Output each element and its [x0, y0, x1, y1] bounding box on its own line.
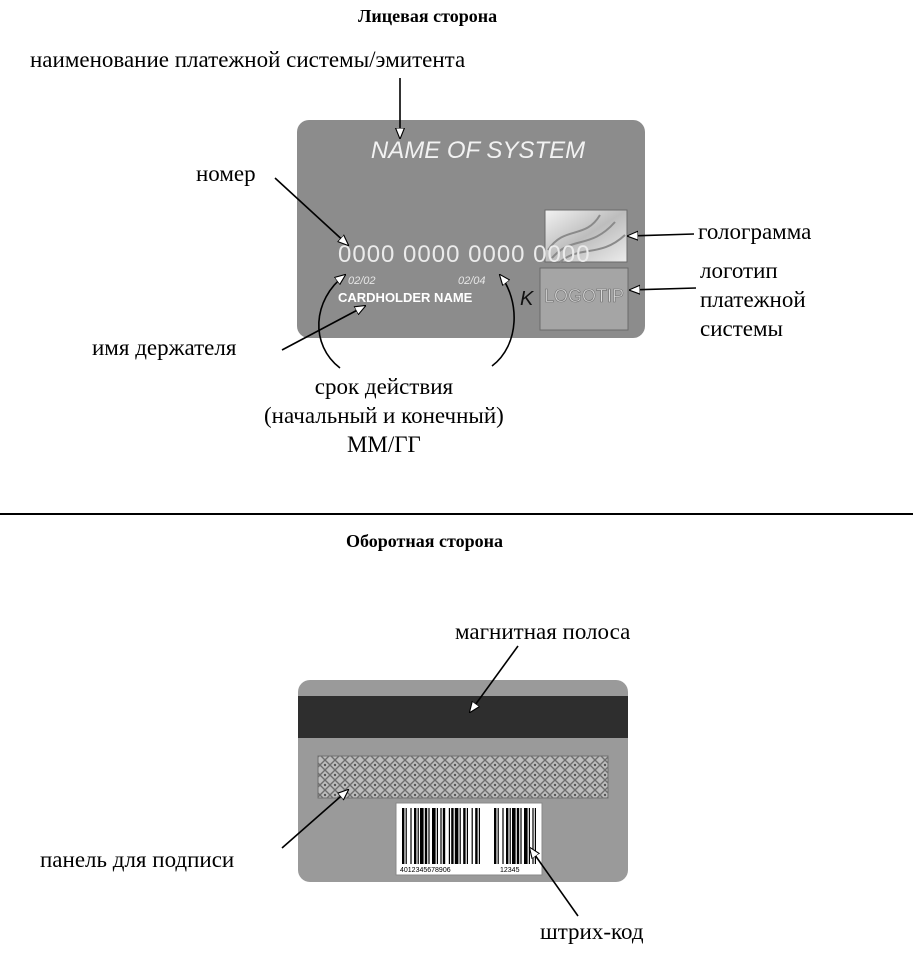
barcode-bar	[502, 808, 503, 864]
card-signature-mark: K	[520, 288, 535, 310]
barcode-bar	[402, 808, 404, 864]
barcode-bar	[532, 808, 533, 864]
card-back: 4012345678906 12345	[298, 680, 628, 882]
barcode-bar	[449, 808, 450, 864]
barcode-bar	[494, 808, 496, 864]
barcode-bar	[437, 808, 438, 864]
barcode-bar	[432, 808, 436, 864]
card-number: 0000 0000 0000 0000	[338, 241, 591, 268]
barcode-number-left: 4012345678906	[400, 867, 451, 874]
barcode-bar	[472, 808, 473, 864]
card-system-name: NAME OF SYSTEM	[371, 137, 585, 164]
barcode-bar	[529, 808, 530, 864]
barcode-bar	[467, 808, 468, 864]
barcode-bar	[510, 808, 511, 864]
barcode-number-right: 12345	[500, 867, 520, 874]
card-holder-name: CARDHOLDER NAME	[338, 290, 473, 305]
barcode-bar	[475, 808, 477, 864]
barcode-bar	[425, 808, 427, 864]
barcode-bar	[455, 808, 459, 864]
barcode-bar	[512, 808, 516, 864]
barcode-bar	[520, 808, 521, 864]
barcode-bar	[460, 808, 461, 864]
barcode-bar	[410, 808, 411, 864]
card-date-start: 02/02	[348, 275, 376, 287]
barcode-bar	[440, 808, 441, 864]
barcode-bar	[517, 808, 519, 864]
barcode-bar	[463, 808, 465, 864]
barcode-bar	[524, 808, 528, 864]
barcode-bar	[443, 808, 445, 864]
barcode-bar	[414, 808, 416, 864]
barcode-bar	[506, 808, 508, 864]
card-front: NAME OF SYSTEM 0000 0000 0000 0000 02/02…	[297, 120, 645, 338]
signature-panel	[318, 756, 608, 798]
barcode-bar	[451, 808, 453, 864]
card-logo-text: LOGOTIP	[544, 286, 624, 306]
barcode-bar	[418, 808, 419, 864]
barcode-bar	[479, 808, 480, 864]
barcode-bar	[406, 808, 407, 864]
barcode-bar	[428, 808, 429, 864]
barcode-bar	[420, 808, 424, 864]
barcode: 4012345678906 12345	[396, 803, 542, 875]
magnetic-stripe	[298, 696, 628, 738]
barcode-bar	[498, 808, 499, 864]
card-date-end: 02/04	[458, 275, 486, 287]
